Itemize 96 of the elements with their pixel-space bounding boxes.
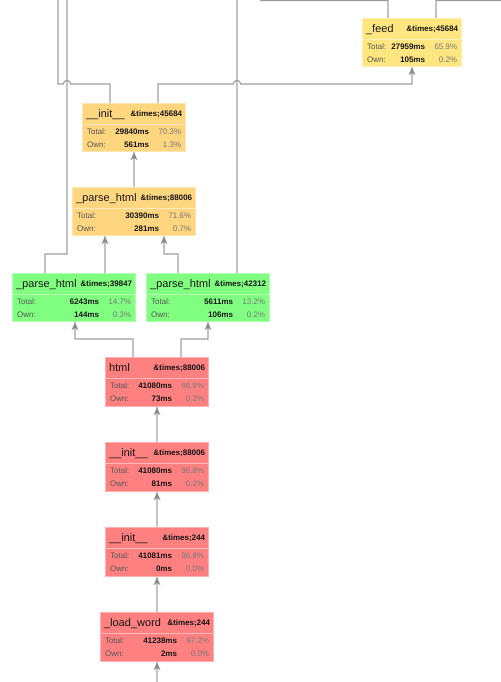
call-count: &times;88006 [153,448,205,458]
time-value: 105ms [400,54,425,64]
function-name: html [109,362,130,374]
percent-value: 1.3% [162,140,181,150]
metric-label: Total: [77,210,96,220]
call-node [100,612,214,662]
percent-value: 0.7% [172,224,191,234]
call-count: &times;88006 [153,363,205,373]
metric-label: Own: [110,564,129,574]
arrow [130,152,138,187]
call-count: &times;45684 [130,109,182,119]
metric-label: Own: [367,54,386,64]
function-name: __init__ [109,532,148,544]
call-count: &times;45684 [406,24,458,34]
time-value: 106ms [208,310,233,320]
metric-label: Total: [151,296,170,306]
time-value: 41080ms [138,380,172,390]
metric-label: Total: [110,380,130,390]
time-value: 41080ms [138,466,172,476]
time-value: 27959ms [391,42,425,52]
arrow [153,662,161,682]
time-value: 561ms [124,140,149,150]
metric-label: Own: [110,394,129,404]
time-value: 0ms [156,564,172,574]
call-node [12,273,136,322]
function-name: __init__ [86,108,125,120]
time-value: 5611ms [204,296,233,306]
arrow [153,407,161,442]
call-node [105,357,209,407]
percent-value: 71.6% [168,210,191,220]
percent-value: 70.3% [158,126,181,136]
metric-label: Total: [110,466,130,476]
percent-value: 96.8% [181,466,204,476]
metric-label: Own: [87,140,106,150]
time-value: 29840ms [115,126,149,136]
metric-label: Total: [17,296,36,306]
time-value: 81ms [152,478,172,488]
metric-label: Total: [110,550,130,560]
call-node [105,527,209,577]
metric-label: Total: [105,636,124,646]
function-name: _parse_html [150,278,211,290]
function-name: _parse_html [76,192,137,204]
percent-value: 0.2% [246,310,265,320]
call-count: &times;39847 [80,279,132,289]
metric-label: Own: [77,224,96,234]
connector-line [236,0,238,273]
percent-value: 96.8% [181,380,204,390]
percent-value: 14.7% [108,296,131,306]
time-value: 281ms [134,224,159,234]
metric-label: Own: [151,310,170,320]
time-value: 41238ms [143,636,177,646]
connector-line [44,0,68,273]
function-name: __init__ [109,446,148,460]
percent-value: 0.2% [438,54,457,64]
call-node [82,103,186,152]
metric-label: Total: [367,42,386,52]
arrow [71,322,134,357]
metric-label: Own: [105,648,124,658]
arrow [180,322,212,357]
call-count: &times;42312 [214,279,266,289]
function-name: _load_word [104,616,161,630]
time-value: 41081ms [138,550,172,560]
percent-value: 0.2% [186,394,204,404]
call-node [362,18,462,67]
time-value: 144ms [74,310,99,320]
metric-label: Own: [110,478,129,488]
percent-value: 0.3% [112,310,131,320]
metric-label: Own: [17,310,36,320]
arrow [160,236,179,273]
percent-value: 65.9% [434,42,457,52]
percent-value: 0.0% [186,564,204,574]
percent-value: 13.2% [242,296,265,306]
call-count: &times;88006 [140,193,192,203]
percent-value: 97.2% [186,636,209,646]
arrow [101,236,109,273]
metric-label: Total: [87,126,106,136]
connector-line [260,0,389,18]
percent-value: 0.2% [186,478,204,488]
call-node [105,442,209,492]
arrow [153,577,161,612]
percent-value: 0.0% [190,648,209,658]
call-node [146,273,270,322]
call-count: &times;244 [162,533,205,543]
function-name: _parse_html [16,278,77,290]
percent-value: 96.8% [181,550,204,560]
arrow [153,492,161,527]
connector-line [57,0,111,103]
time-value: 30390ms [125,210,159,220]
function-name: _feed [366,22,394,36]
connector-line [435,0,501,18]
time-value: 2ms [160,648,177,658]
time-value: 73ms [152,394,172,404]
call-count: &times;244 [167,618,210,628]
time-value: 6243ms [70,296,99,306]
arrow [157,67,416,103]
call-node [72,187,196,236]
